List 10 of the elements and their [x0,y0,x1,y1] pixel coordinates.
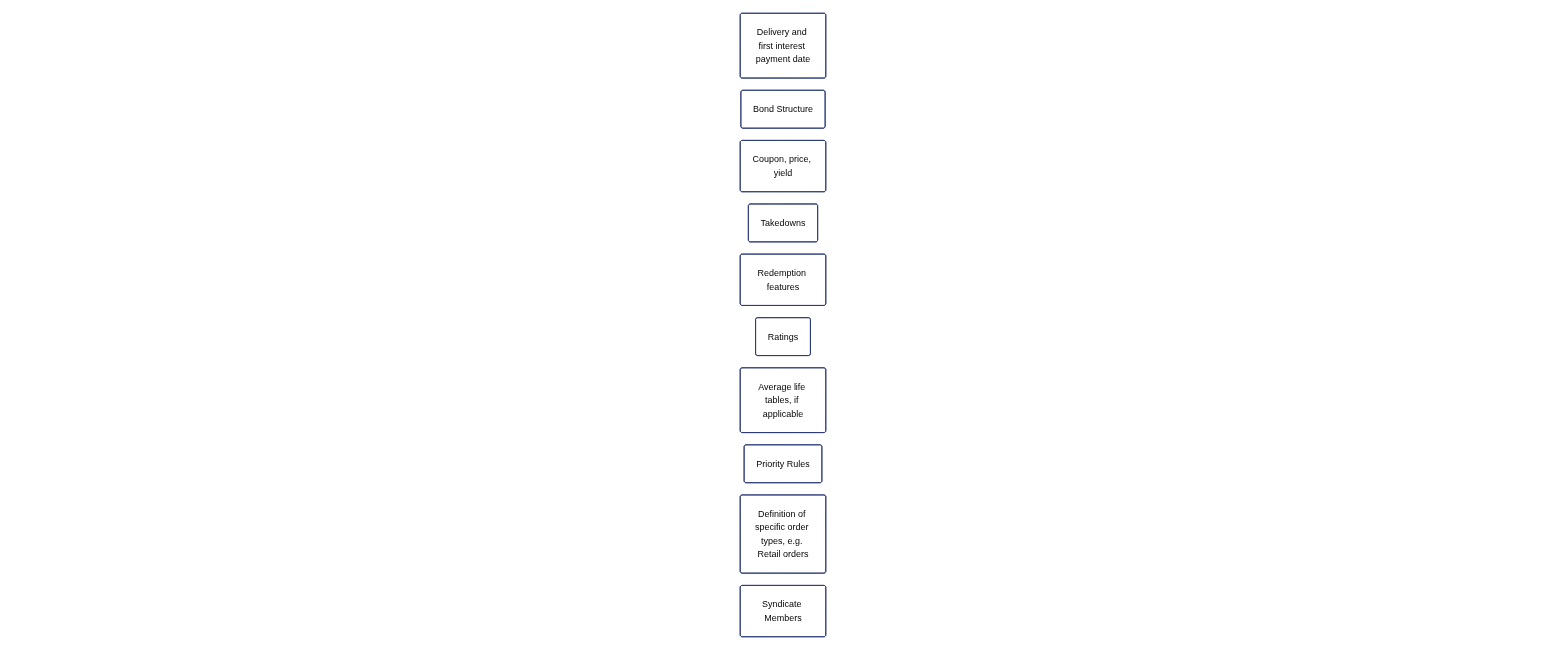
rounded-box: Syndicate Members [739,585,827,638]
rounded-box: Average life tables, if applicable [739,367,827,433]
rounded-box: Redemption features [739,253,827,306]
rounded-box: Delivery and first interest payment date [739,12,827,79]
rounded-box: Takedowns [748,203,818,243]
rounded-box: Coupon, price, yield [739,140,827,193]
rounded-box: Bond Structure [740,89,826,129]
rounded-box: Priority Rules [743,444,823,483]
rounded-box: Ratings [755,317,811,356]
rounded-box: Definition of specific order types, e.g. Retail orders [739,494,827,574]
